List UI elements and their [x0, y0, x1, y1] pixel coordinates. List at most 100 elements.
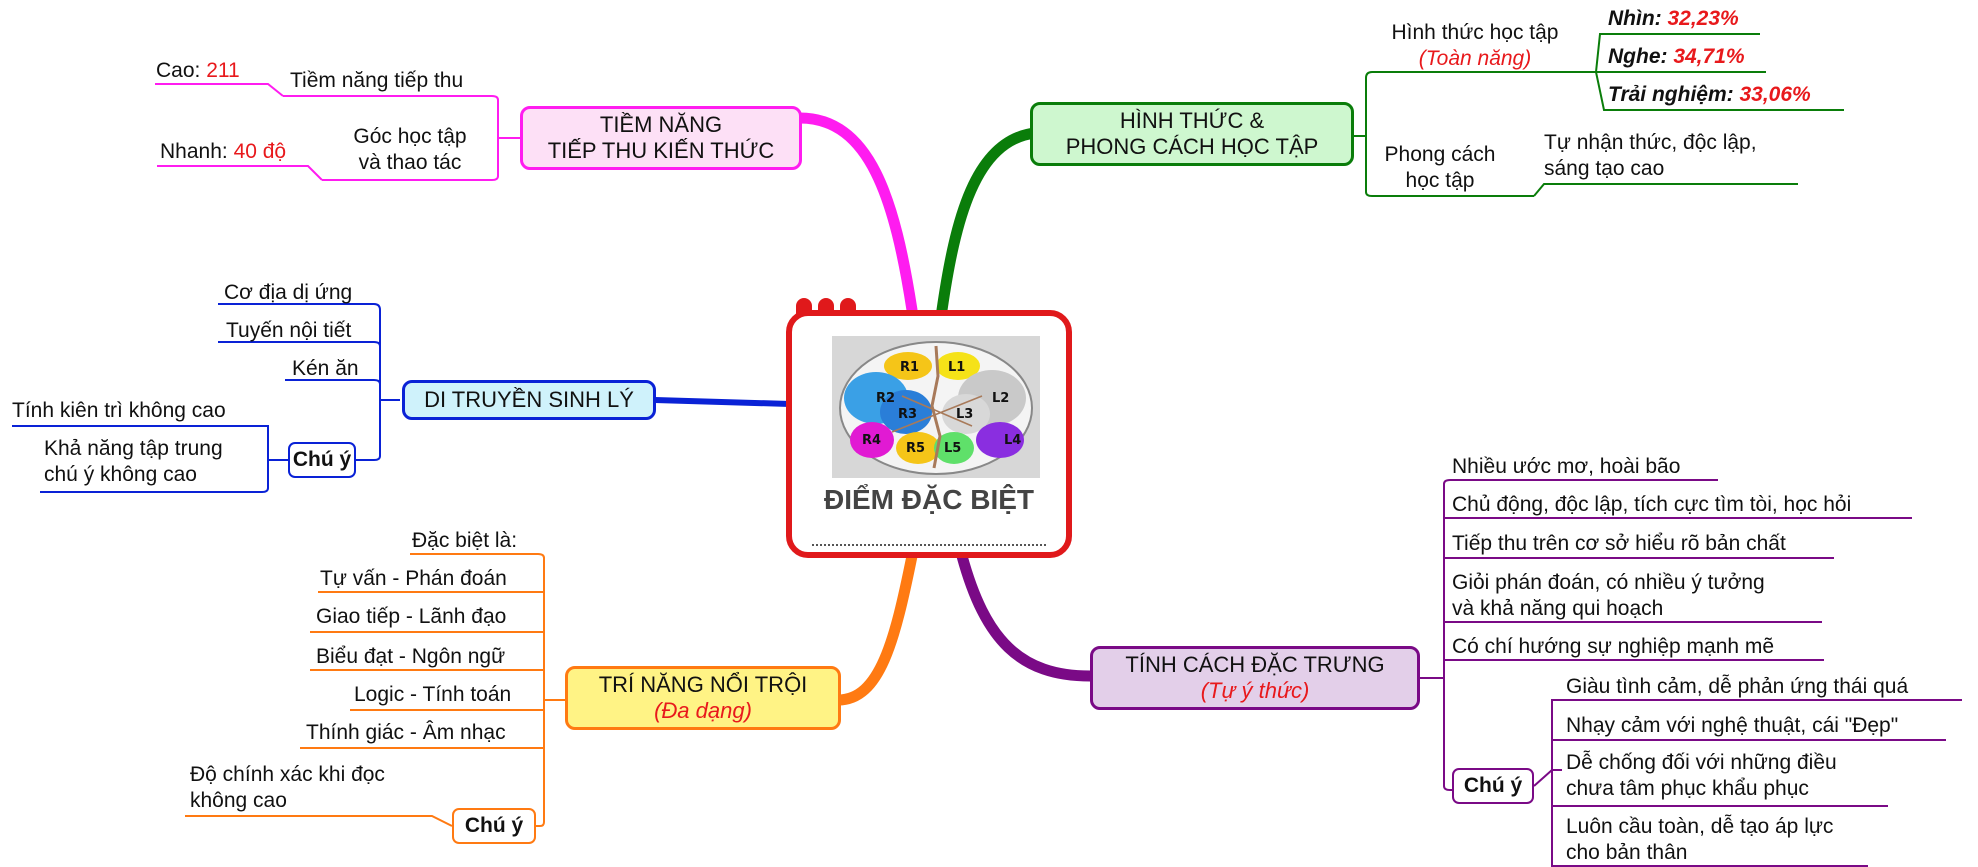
tinh-cach-note-item: Giàu tình cảm, dễ phản ứng thái quá [1566, 675, 1909, 698]
tri-nang-subtitle: (Đa dạng) [654, 698, 752, 723]
di-truyen-branches [12, 303, 400, 493]
di-truyen-item: Kén ăn [292, 357, 359, 380]
hinh-thuc-sub: Hình thức học tập (Toàn năng) [1370, 20, 1580, 72]
tri-nang-node: TRÍ NĂNG NỔI TRỘI (Đa dạng) [565, 666, 841, 730]
tiem-nang-title-line2: TIẾP THU KIẾN THỨC [547, 138, 775, 163]
center-node: R1 L1 R2 L2 R3 L3 R4 L4 R5 L5 ĐIỂM ĐẶC B… [786, 310, 1072, 558]
tri-nang-branches [185, 553, 565, 827]
tri-nang-note-line: Độ chính xác khi đọc [190, 763, 385, 786]
leaf-label: Cao: [156, 59, 207, 82]
tiem-nang-leaf: Cao: 211 [156, 58, 240, 84]
leaf-label: Trải nghiệm: [1608, 83, 1740, 106]
tinh-cach-item: Giỏi phán đoán, có nhiều ý tưởng và khả … [1452, 570, 1765, 622]
brain-label: R1 [900, 360, 919, 375]
leaf-label: Nhìn: [1608, 7, 1668, 30]
tinh-cach-item: Nhiều ước mơ, hoài bão [1452, 455, 1681, 478]
leaf-value: 34,71% [1673, 45, 1745, 68]
brain-label: R5 [906, 441, 925, 456]
hinh-thuc-branches [1352, 33, 1844, 197]
tri-nang-item: Đặc biệt là: [412, 529, 518, 552]
tinh-cach-subtitle: (Tự ý thức) [1200, 678, 1310, 703]
leaf-label: Nghe: [1608, 45, 1674, 68]
di-truyen-item: Cơ địa dị ứng [224, 281, 353, 304]
di-truyen-note-item: Khả năng tập trung chú ý không cao [44, 436, 223, 488]
tri-nang-item: Tự vấn - Phán đoán [320, 567, 507, 590]
tri-nang-item: Logic - Tính toán [354, 683, 512, 706]
tri-nang-item: Giao tiếp - Lãnh đạo [316, 605, 507, 628]
hinh-thuc-leaf-line: Tự nhận thức, độc lập, [1544, 131, 1757, 154]
brain-label: L1 [948, 360, 965, 375]
tri-nang-item: Thính giác - Âm nhạc [306, 721, 506, 744]
trunk-tiem-nang [794, 112, 918, 316]
brain-label: R4 [862, 433, 881, 448]
hinh-thuc-leaf: Trải nghiệm: 33,06% [1608, 82, 1811, 108]
tinh-cach-note-item: Dễ chống đối với những điều chưa tâm phụ… [1566, 750, 1837, 802]
tinh-cach-item-line: và khả năng qui hoạch [1452, 597, 1664, 620]
brain-illustration: R1 L1 R2 L2 R3 L3 R4 L4 R5 L5 [839, 341, 1033, 475]
hinh-thuc-title-line2: PHONG CÁCH HỌC TẬP [1065, 134, 1319, 159]
trunk-tinh-cach [956, 550, 1096, 682]
tiem-nang-branches [155, 83, 520, 181]
leaf-label: Nhanh: [160, 140, 234, 163]
di-truyen-note-item: Tính kiên trì không cao [12, 399, 226, 422]
hinh-thuc-title-line1: HÌNH THỨC & [1119, 108, 1265, 133]
hinh-thuc-sub-label: Hình thức học tập [1391, 21, 1559, 44]
tri-nang-item: Biểu đạt - Ngôn ngữ [316, 645, 506, 668]
trunk-tri-nang [832, 550, 918, 706]
tri-nang-note-item: Độ chính xác khi đọc không cao [190, 762, 385, 814]
brain-label: L2 [992, 391, 1009, 406]
center-title: ĐIỂM ĐẶC BIỆT [824, 484, 1034, 515]
di-truyen-note-line: Khả năng tập trung [44, 437, 223, 460]
tinh-cach-node: TÍNH CÁCH ĐẶC TRƯNG (Tự ý thức) [1090, 646, 1420, 710]
leaf-value: 211 [206, 59, 240, 82]
tinh-cach-item: Chủ động, độc lập, tích cực tìm tòi, học… [1452, 493, 1852, 516]
center-dotted-divider [812, 544, 1046, 546]
di-truyen-note-line: chú ý không cao [44, 463, 197, 486]
di-truyen-title: DI TRUYỀN SINH LÝ [424, 387, 634, 412]
tinh-cach-note: Chú ý [1452, 768, 1534, 804]
hinh-thuc-sub-line: Phong cách [1384, 143, 1496, 166]
tri-nang-title: TRÍ NĂNG NỔI TRỘI [598, 672, 808, 697]
tinh-cach-branches [1418, 479, 1962, 867]
tinh-cach-item-line: Giỏi phán đoán, có nhiều ý tưởng [1452, 571, 1765, 594]
hinh-thuc-node: HÌNH THỨC & PHONG CÁCH HỌC TẬP [1030, 102, 1354, 166]
tiem-nang-title-line1: TIỀM NĂNG [599, 112, 723, 137]
tinh-cach-item: Có chí hướng sự nghiệp mạnh mẽ [1452, 635, 1775, 658]
brain-label: R2 [876, 391, 895, 406]
di-truyen-note: Chú ý [288, 442, 356, 478]
brain-label: L4 [1004, 433, 1021, 448]
tinh-cach-note-item: Luôn cầu toàn, dễ tạo áp lực cho bản thâ… [1566, 814, 1833, 866]
tiem-nang-leaf: Nhanh: 40 độ [160, 139, 286, 165]
hinh-thuc-sub: Phong cách học tập [1372, 142, 1508, 194]
tiem-nang-item-line: và thao tác [358, 151, 462, 174]
hinh-thuc-leaf: Nghe: 34,71% [1608, 44, 1745, 70]
tri-nang-note-line: không cao [190, 789, 287, 812]
tinh-cach-note-line: Luôn cầu toàn, dễ tạo áp lực [1566, 815, 1834, 838]
tinh-cach-note-line: cho bản thân [1566, 841, 1688, 864]
tiem-nang-item-line: Góc học tập [353, 125, 467, 148]
leaf-value: 40 độ [233, 140, 287, 163]
tinh-cach-item: Tiếp thu trên cơ sở hiểu rõ bản chất [1452, 532, 1786, 555]
trunk-hinh-thuc [936, 127, 1041, 316]
hinh-thuc-leaf-line: sáng tạo cao [1544, 157, 1665, 180]
hinh-thuc-leaf: Nhìn: 32,23% [1608, 6, 1739, 32]
tinh-cach-note-item: Nhạy cảm với nghệ thuật, cái "Đẹp" [1566, 714, 1899, 737]
brain-image: R1 L1 R2 L2 R3 L3 R4 L4 R5 L5 [832, 336, 1040, 478]
trunk-di-truyen [654, 397, 791, 407]
brain-label: L5 [944, 441, 961, 456]
leaf-value: 32,23% [1667, 7, 1739, 30]
leaf-value: 33,06% [1739, 83, 1811, 106]
hinh-thuc-sub-note: (Toàn năng) [1418, 47, 1532, 70]
hinh-thuc-leaf: Tự nhận thức, độc lập, sáng tạo cao [1544, 130, 1757, 182]
di-truyen-node: DI TRUYỀN SINH LÝ [402, 380, 656, 420]
tiem-nang-item: Tiềm năng tiếp thu [290, 69, 464, 92]
tinh-cach-title: TÍNH CÁCH ĐẶC TRƯNG [1125, 652, 1385, 677]
tiem-nang-item: Góc học tập và thao tác [330, 124, 490, 176]
hinh-thuc-sub-line: học tập [1405, 169, 1475, 192]
tiem-nang-node: TIỀM NĂNG TIẾP THU KIẾN THỨC [520, 106, 802, 170]
brain-label: L3 [956, 407, 973, 422]
brain-label: R3 [898, 407, 917, 422]
tri-nang-note: Chú ý [452, 808, 536, 844]
